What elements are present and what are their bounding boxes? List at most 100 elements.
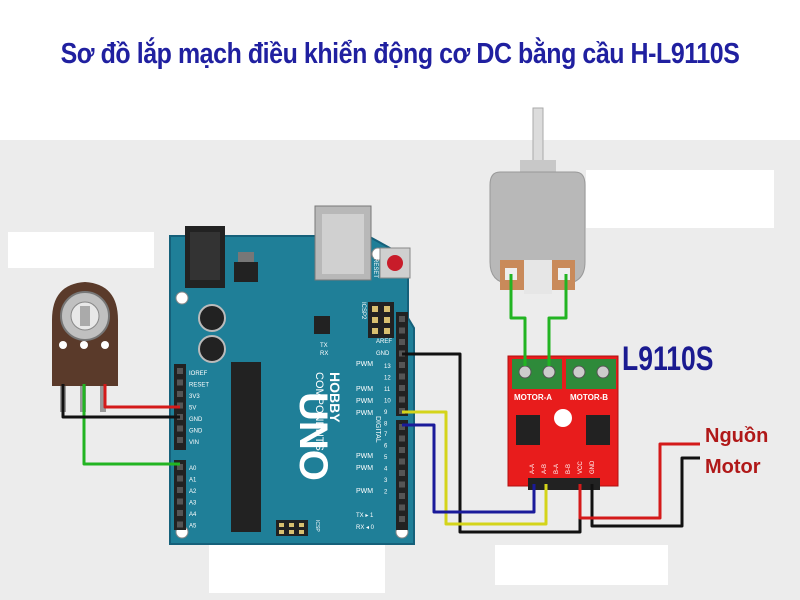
atmega-chip: [231, 362, 261, 532]
rx-pin-label: RX ◂ 0: [356, 525, 375, 531]
analog-pin-label: A4: [189, 512, 197, 518]
capacitor: [198, 335, 226, 363]
motor-power-label-line1: Nguồn: [705, 425, 769, 447]
brand-line1: HOBBY: [327, 372, 343, 423]
driver-label: L9110S: [622, 340, 714, 378]
wire-motor-power-vcc: [578, 442, 700, 520]
power-pin-label: IOREF: [189, 371, 208, 377]
header-pin: [399, 504, 405, 511]
header-pin: [399, 447, 405, 453]
wire-motor-1: [509, 274, 527, 366]
header-pin: [399, 470, 405, 476]
digital-pin-label: 13: [384, 364, 391, 370]
header-pin: [399, 481, 405, 488]
analog-pin-label: A1: [189, 478, 197, 484]
tx-pin-label: TX ▸ 1: [356, 513, 374, 519]
header-pin: [399, 435, 405, 442]
motor-power-label-line2: Motor: [705, 456, 761, 478]
blank-label-box: [586, 170, 774, 228]
digital-pin-label: 6: [384, 444, 388, 450]
analog-pin-label: A0: [189, 466, 197, 472]
header-pin: [177, 521, 183, 528]
pot-pin: [59, 341, 67, 349]
driver-pin-label: A-A: [530, 464, 536, 474]
power-pin-label: GND: [189, 417, 203, 423]
power-pin-label: RESET: [189, 383, 209, 389]
wire-pot-5v: [103, 384, 180, 409]
header-pin: [399, 424, 405, 430]
analog-header: [174, 460, 186, 530]
header-pin: [177, 379, 183, 386]
power-pin-label: 5V: [189, 406, 196, 412]
header-pin: [399, 327, 405, 334]
blank-label-box: [8, 232, 154, 268]
header-pin: [177, 498, 183, 505]
header-pin: [177, 425, 183, 432]
analog-pin-label: A2: [189, 489, 197, 495]
header-pin: [399, 339, 405, 345]
blank-label-box: [495, 545, 668, 585]
gnd-label: GND: [376, 351, 390, 357]
pwm-label: PWM: [356, 398, 373, 405]
driver-chip: [516, 415, 540, 445]
brand-line2: COMPONENTS: [313, 372, 325, 451]
header-pin: [177, 464, 183, 470]
digital-pin-label: 4: [384, 467, 388, 473]
header-pin: [177, 368, 183, 374]
blank-label-box: [0, 100, 430, 138]
digital-pin-label: 11: [384, 387, 391, 393]
aref-label: AREF: [376, 339, 392, 345]
power-pin-label: GND: [189, 429, 203, 435]
pwm-label: PWM: [356, 410, 373, 417]
driver-pin-label: GND: [590, 460, 596, 474]
rx-led-text: RX: [320, 351, 328, 357]
driver-chip: [586, 415, 610, 445]
header-pin: [399, 396, 405, 403]
driver-pin-header: [528, 478, 600, 490]
wire-pin8: [402, 423, 536, 514]
driver-pin-label: A-B: [542, 464, 548, 474]
header-pin: [399, 362, 405, 368]
driver-pin-label: B-A: [554, 464, 560, 474]
digital-label: DIGITAL: [374, 416, 381, 443]
analog-pin-label: A3: [189, 501, 197, 507]
pot-pin: [101, 341, 109, 349]
header-pin: [399, 316, 405, 322]
blank-label-box: [209, 545, 385, 593]
header-pin: [399, 493, 405, 499]
icsp2-header: [368, 302, 394, 338]
potentiometer: [52, 282, 118, 412]
tx-led-text: TX: [320, 343, 328, 349]
driver-pin-label: B-B: [566, 464, 572, 474]
digital-pin-label: 10: [384, 399, 391, 405]
header-pin: [177, 475, 183, 482]
pwm-label: PWM: [356, 386, 373, 393]
pwm-label: PWM: [356, 453, 373, 460]
header-pin: [399, 516, 405, 522]
reset-text: RESET: [372, 258, 378, 278]
digital-pin-label: 5: [384, 455, 388, 461]
pwm-label: PWM: [356, 465, 373, 472]
pot-pin: [80, 341, 88, 349]
mounting-hole: [175, 291, 189, 305]
wire-pot-signal: [82, 384, 180, 466]
digital-pin-label: 2: [384, 490, 388, 496]
uno-logo-text: UNO: [291, 392, 335, 481]
header-pin: [399, 373, 405, 380]
power-pin-label: VIN: [189, 440, 199, 446]
page-title: Sơ đồ lắp mạch điều khiển động cơ DC bằn…: [60, 38, 740, 70]
digital-pin-label: 9: [384, 410, 388, 416]
analog-pin-label: A5: [189, 524, 197, 530]
capacitor: [198, 304, 226, 332]
icsp2-text: ICSP2: [360, 302, 366, 320]
wire-pin9: [402, 410, 548, 526]
motor-a-label: MOTOR-A: [514, 393, 552, 402]
arduino-uno-board: RESET ICSP2 TX RX HOBBY COMPONENTS UNO: [169, 205, 415, 545]
header-pin: [177, 510, 183, 516]
wire-motor-power-gnd: [590, 456, 700, 528]
header-pin: [399, 385, 405, 391]
digital-pin-label: 12: [384, 376, 391, 382]
header-pin: [177, 487, 183, 493]
